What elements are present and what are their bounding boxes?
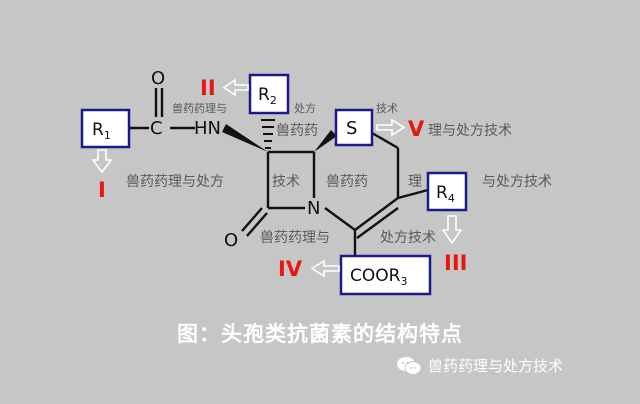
arrow-right-icon (376, 118, 406, 137)
position-arrows (91, 78, 463, 278)
watermark-10: 与处方技术 (482, 174, 552, 190)
arrow-left-icon (222, 78, 249, 97)
arrow-down-icon (441, 215, 463, 245)
figure-caption: 图：头孢类抗菌素的结构特点 (177, 322, 463, 346)
coor3-label: COOR3 (350, 266, 407, 288)
bond-c4-c3-double (356, 207, 399, 239)
bond-lactam-co-b (246, 212, 268, 237)
atom-o-lactam: O (224, 230, 238, 251)
r2-label: R2 (258, 85, 277, 107)
watermark-3: 兽药药 (276, 123, 318, 139)
watermark-7: 技术 (272, 174, 300, 190)
wedge-hn-c7 (222, 124, 268, 152)
watermark-6: 兽药药理与处方 (126, 174, 224, 190)
watermark-8: 兽药药 (326, 174, 368, 190)
r1-label: R1 (92, 120, 111, 142)
r4-box (426, 171, 468, 212)
watermark-11: 兽药药理与 (260, 230, 330, 246)
brand-name: 兽药药理与处方技术 (428, 357, 564, 375)
position-label-r2: II (200, 76, 216, 100)
substituent-boxes (80, 73, 468, 296)
watermark-4: 技术 (376, 102, 398, 115)
atom-c-carbonyl: C (150, 118, 163, 139)
watermark-9: 理 (408, 174, 422, 190)
bond-c4-c3 (354, 197, 399, 231)
s-box (334, 108, 374, 147)
bond-n-c4 (324, 207, 356, 231)
atom-o-carbonyl: O (151, 68, 165, 89)
watermark-5: 理与处方技术 (428, 123, 512, 139)
coor3-box (339, 254, 432, 296)
position-label-r1: I (98, 178, 106, 202)
wedge-c6-s (314, 130, 337, 152)
position-label-coor3: IV (278, 257, 303, 281)
atom-n: N (307, 198, 320, 219)
watermark-12: 处方技术 (380, 230, 436, 246)
watermark-1: 兽药药理与 (172, 101, 227, 115)
position-label-r4: III (444, 251, 467, 275)
position-label-s: V (408, 117, 425, 141)
bond-c3-r4 (397, 188, 429, 200)
hash-bond-c7-r2 (261, 119, 275, 149)
arrow-left-icon (310, 259, 340, 278)
atom-s: S (346, 118, 357, 139)
brand-footer: 兽药药理与处方技术 (396, 355, 563, 376)
r2-box (248, 73, 290, 115)
r1-box (80, 108, 131, 149)
bond-c2-s (371, 131, 399, 150)
watermark-2: 处方 (294, 101, 316, 115)
bond-lactam-co-a (241, 207, 263, 232)
r4-label: R4 (436, 183, 455, 205)
arrow-down-icon (91, 149, 113, 174)
wechat-icon (397, 356, 422, 375)
atom-hn: HN (194, 118, 221, 139)
bonds (130, 88, 429, 256)
